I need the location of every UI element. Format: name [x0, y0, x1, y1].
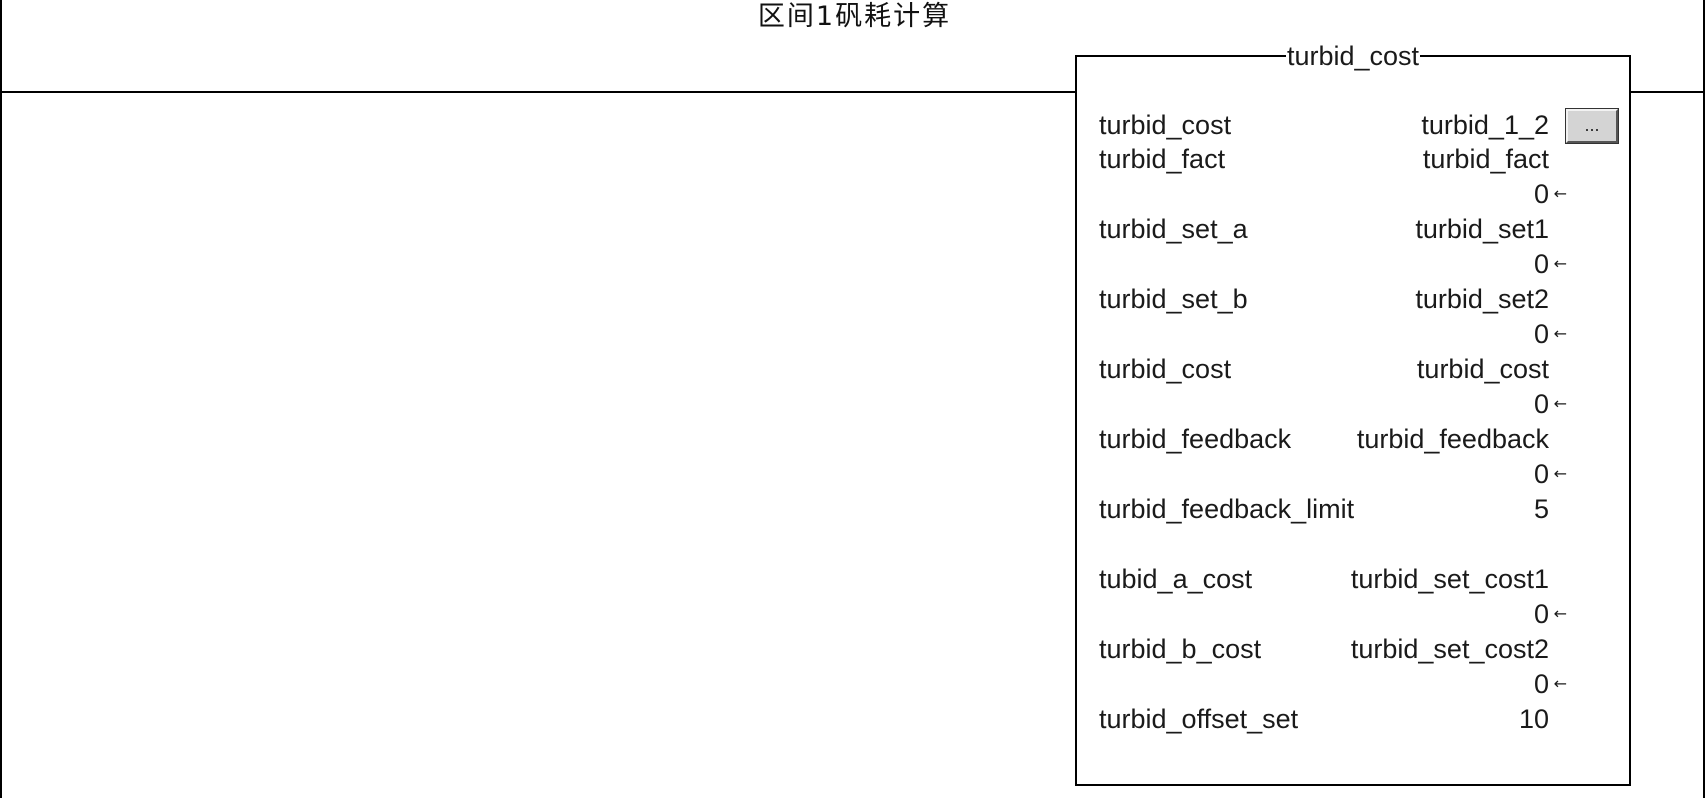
param-value: 0 — [1533, 599, 1549, 629]
param-value: 0 — [1533, 319, 1549, 349]
param-value: 0 — [1533, 179, 1549, 209]
param-label: turbid_fact — [1099, 144, 1226, 174]
param-tag[interactable]: turbid_1_2 — [1421, 110, 1549, 140]
param-value: 0 — [1533, 669, 1549, 699]
param-tag[interactable]: turbid_set2 — [1415, 284, 1549, 314]
param-label: turbid_b_cost — [1099, 634, 1262, 664]
param-value: 0 — [1533, 459, 1549, 489]
param-label: turbid_feedback_limit — [1099, 494, 1355, 524]
param-label: turbid_feedback — [1099, 424, 1292, 454]
value-arrow-icon: ← — [1553, 674, 1567, 693]
param-label: turbid_offset_set — [1099, 704, 1299, 734]
param-value: 0 — [1533, 249, 1549, 279]
function-block-turbid-cost[interactable]: turbid_cost ... turbid_cost turbid_1_2 t… — [1075, 41, 1631, 786]
param-tag[interactable]: turbid_set_cost1 — [1350, 564, 1549, 594]
param-label: tubid_a_cost — [1099, 564, 1253, 594]
param-tag[interactable]: turbid_set1 — [1415, 214, 1549, 244]
rung-power-rail — [2, 91, 1705, 93]
value-arrow-icon: ← — [1553, 394, 1567, 413]
value-arrow-icon: ← — [1553, 324, 1567, 343]
param-label: turbid_cost — [1099, 354, 1232, 384]
param-value: 0 — [1533, 389, 1549, 419]
block-title: turbid_cost — [1077, 41, 1629, 71]
param-label: turbid_cost — [1099, 110, 1232, 140]
param-tag[interactable]: turbid_feedback — [1356, 424, 1549, 454]
param-constant[interactable]: 5 — [1533, 494, 1549, 524]
param-label: turbid_set_b — [1099, 284, 1248, 314]
rung-comment: 区间1矾耗计算 — [757, 1, 952, 32]
value-arrow-icon: ← — [1553, 464, 1567, 483]
block-properties-button[interactable]: ... — [1565, 108, 1619, 144]
param-tag[interactable]: turbid_fact — [1422, 144, 1549, 174]
value-arrow-icon: ← — [1553, 254, 1567, 273]
param-constant[interactable]: 10 — [1518, 704, 1549, 734]
param-tag[interactable]: turbid_set_cost2 — [1350, 634, 1549, 664]
value-arrow-icon: ← — [1553, 604, 1567, 623]
param-label: turbid_set_a — [1099, 214, 1248, 244]
value-arrow-icon: ← — [1553, 184, 1567, 203]
block-name: turbid_cost — [1285, 41, 1421, 71]
param-tag[interactable]: turbid_cost — [1416, 354, 1549, 384]
